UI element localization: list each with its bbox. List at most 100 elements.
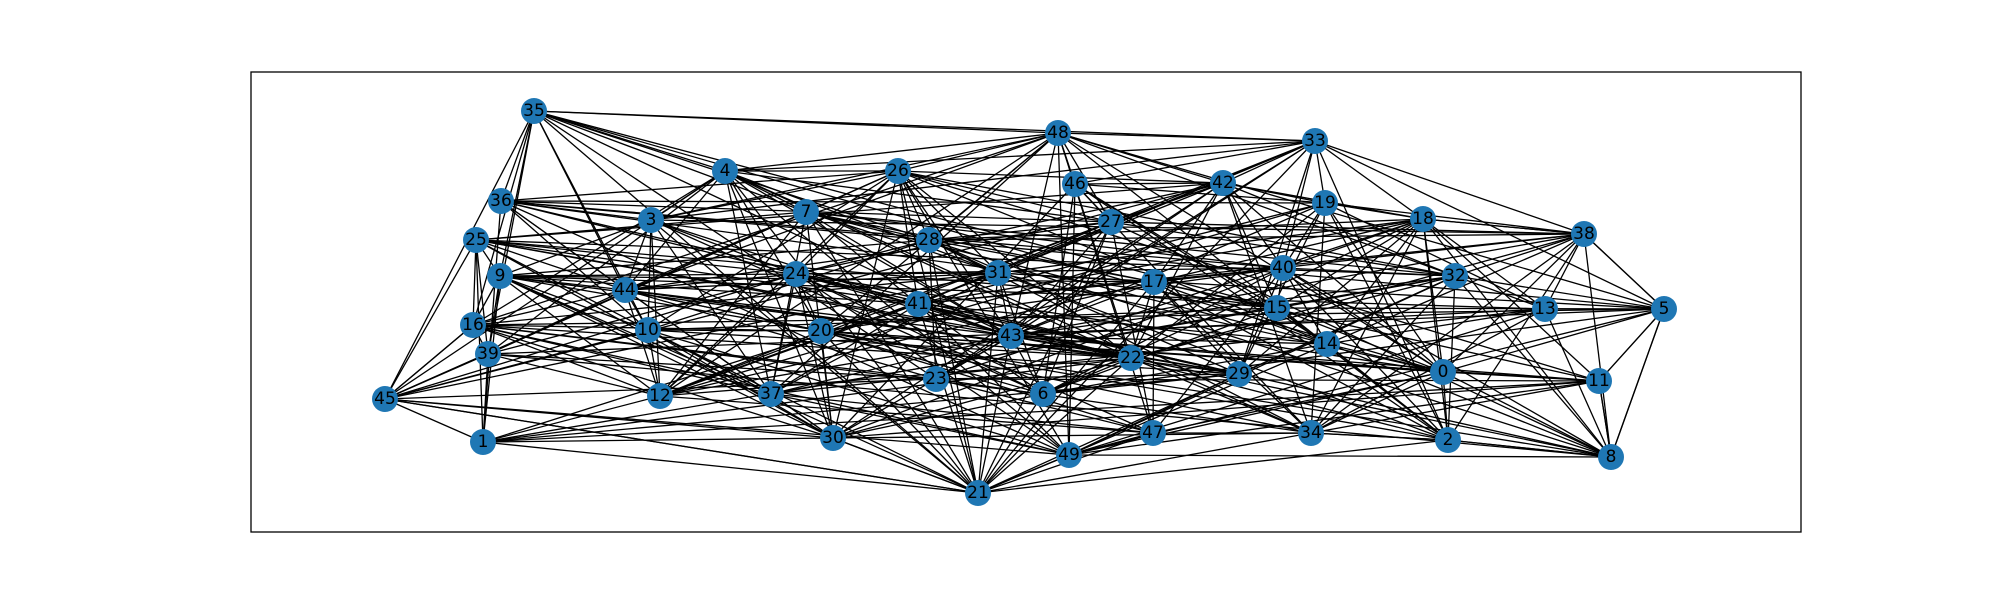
graph-edge bbox=[897, 132, 1059, 172]
node-marker bbox=[1226, 361, 1252, 387]
node-marker bbox=[1140, 420, 1166, 446]
graph-node-27: 27 bbox=[1098, 209, 1124, 235]
node-marker bbox=[1270, 255, 1296, 281]
graph-edge bbox=[1442, 308, 1665, 373]
node-marker bbox=[1571, 221, 1597, 247]
graph-node-38: 38 bbox=[1571, 221, 1597, 247]
graph-edge bbox=[1310, 233, 1585, 434]
graph-edge bbox=[475, 239, 626, 291]
graph-edge bbox=[624, 289, 1012, 337]
graph-node-47: 47 bbox=[1140, 420, 1166, 446]
graph-edge bbox=[770, 132, 1059, 395]
graph-edge bbox=[1310, 308, 1546, 434]
graph-edge bbox=[384, 182, 1224, 400]
graph-node-40: 40 bbox=[1270, 255, 1296, 281]
graph-edge bbox=[1238, 267, 1284, 375]
graph-edge bbox=[624, 289, 1312, 434]
node-marker bbox=[1302, 128, 1328, 154]
graph-edge bbox=[1282, 140, 1316, 269]
graph-node-32: 32 bbox=[1442, 263, 1468, 289]
graph-edge bbox=[820, 330, 1600, 382]
graph-edge bbox=[659, 221, 1112, 397]
graph-edge bbox=[1153, 281, 1600, 382]
graph-edge bbox=[1282, 218, 1424, 269]
graph-edge bbox=[1310, 432, 1449, 441]
graph-node-10: 10 bbox=[635, 317, 661, 343]
graph-edge bbox=[1314, 140, 1585, 235]
graph-edge bbox=[482, 380, 1600, 443]
graph-edge bbox=[928, 132, 1059, 241]
graph-edge bbox=[472, 239, 477, 326]
graph-node-31: 31 bbox=[985, 260, 1011, 286]
node-label: 21 bbox=[967, 483, 989, 503]
graph-node-28: 28 bbox=[916, 227, 942, 253]
graph-edge bbox=[917, 218, 1424, 305]
graph-edge bbox=[1068, 275, 1456, 456]
graph-edge bbox=[935, 378, 1312, 434]
graph-edge bbox=[384, 324, 474, 400]
node-marker bbox=[470, 429, 496, 455]
graph-edge bbox=[795, 273, 1154, 434]
graph-edge bbox=[1447, 439, 1612, 458]
graph-edge bbox=[624, 132, 1059, 291]
graph-edge bbox=[500, 200, 1284, 269]
graph-edge bbox=[1422, 218, 1585, 235]
node-marker bbox=[1045, 120, 1071, 146]
graph-node-15: 15 bbox=[1264, 295, 1290, 321]
node-marker bbox=[820, 425, 846, 451]
graph-edge bbox=[917, 303, 1240, 375]
node-marker bbox=[923, 366, 949, 392]
graph-edge bbox=[533, 110, 1012, 337]
graph-edge bbox=[1222, 182, 1284, 269]
graph-edge bbox=[487, 110, 535, 355]
graph-node-20: 20 bbox=[808, 318, 834, 344]
graph-edge bbox=[472, 170, 726, 326]
graph-edge bbox=[832, 182, 1224, 439]
graph-edge bbox=[1310, 202, 1326, 434]
graph-edge bbox=[1324, 202, 1546, 310]
graph-edge bbox=[917, 202, 1326, 305]
node-marker bbox=[916, 227, 942, 253]
node-label: 7 bbox=[801, 202, 812, 222]
graph-node-7: 7 bbox=[793, 199, 819, 225]
graph-edge bbox=[820, 221, 1112, 332]
graph-edge bbox=[384, 398, 979, 494]
node-label: 27 bbox=[1100, 212, 1122, 232]
graph-edge bbox=[977, 357, 1132, 494]
graph-edge bbox=[499, 275, 626, 291]
graph-edge bbox=[472, 324, 834, 439]
node-label: 45 bbox=[374, 389, 396, 409]
node-label: 3 bbox=[646, 210, 657, 230]
graph-edge bbox=[482, 357, 1132, 443]
graph-edge bbox=[928, 239, 1240, 375]
node-label: 30 bbox=[822, 428, 844, 448]
graph-edge bbox=[650, 140, 1316, 221]
node-label: 47 bbox=[1142, 423, 1164, 443]
node-marker bbox=[905, 291, 931, 317]
graph-edge bbox=[832, 437, 979, 494]
graph-node-36: 36 bbox=[488, 188, 514, 214]
node-label: 28 bbox=[918, 230, 940, 250]
node-marker bbox=[1430, 359, 1456, 385]
graph-node-24: 24 bbox=[783, 261, 809, 287]
node-marker bbox=[488, 188, 514, 214]
node-label: 39 bbox=[477, 344, 499, 364]
graph-edge bbox=[1583, 233, 1612, 458]
graph-node-12: 12 bbox=[647, 383, 673, 409]
graph-edge bbox=[897, 170, 999, 274]
node-label: 42 bbox=[1212, 173, 1234, 193]
node-marker bbox=[808, 318, 834, 344]
graph-node-37: 37 bbox=[758, 381, 784, 407]
graph-edge bbox=[384, 273, 797, 400]
graph-edge bbox=[1068, 454, 1612, 458]
graph-edge bbox=[475, 239, 484, 443]
graph-node-39: 39 bbox=[475, 341, 501, 367]
node-label: 26 bbox=[887, 161, 909, 181]
node-marker bbox=[758, 381, 784, 407]
graph-node-35: 35 bbox=[521, 98, 547, 124]
graph-edge bbox=[917, 303, 1012, 337]
node-marker bbox=[1030, 381, 1056, 407]
graph-edge bbox=[475, 182, 1224, 241]
node-marker bbox=[1598, 444, 1624, 470]
graph-edge bbox=[1153, 281, 1278, 309]
